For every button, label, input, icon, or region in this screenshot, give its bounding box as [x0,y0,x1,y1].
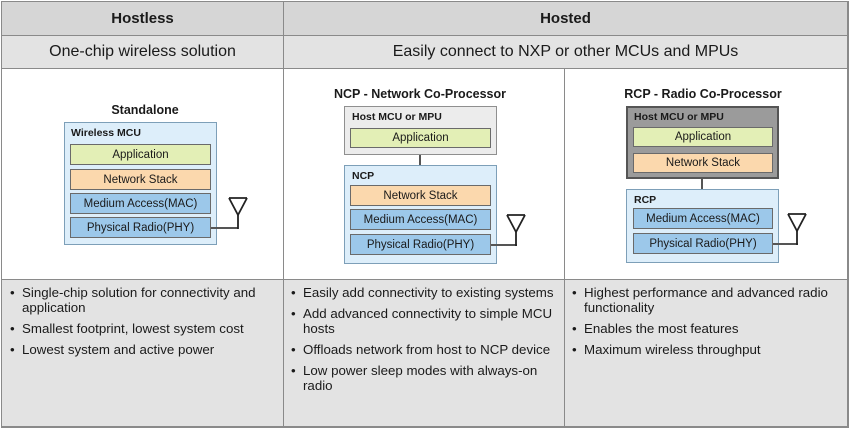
application-block: Application [70,144,211,165]
rcp-host-connector [701,179,703,189]
wireless-mcu-label: Wireless MCU [71,127,141,139]
rcp-antenna-feed-line [773,243,798,245]
ncp-host-connector [419,155,421,165]
ncp-antenna-feed-line [491,244,517,246]
hostless-header: Hostless [2,2,284,36]
phy-block: Physical Radio(PHY) [70,217,211,238]
hostless-bullet-list: Single-chip solution for connectivity an… [9,285,279,363]
list-item: Add advanced connectivity to simple MCU … [290,306,558,336]
ncp-phy-block: Physical Radio(PHY) [350,234,491,255]
ncp-title: NCP - Network Co-Processor [333,87,507,101]
list-item: Offloads network from host to NCP device [290,342,558,357]
list-item: Maximum wireless throughput [571,342,841,357]
antenna-feed-line [211,227,238,229]
rcp-antenna-icon [787,213,807,245]
hostless-subheader: One-chip wireless solution [2,36,284,69]
rcp-host-label: Host MCU or MPU [634,111,724,123]
rcp-mac-block: Medium Access(MAC) [633,208,773,229]
ncp-antenna-icon [506,214,526,246]
ncp-network-stack-block: Network Stack [350,185,491,206]
rcp-phy-block: Physical Radio(PHY) [633,233,773,254]
list-item: Low power sleep modes with always-on rad… [290,363,558,393]
standalone-title: Standalone [111,103,179,117]
hosted-subheader: Easily connect to NXP or other MCUs and … [284,36,848,69]
ncp-bullet-list: Easily add connectivity to existing syst… [290,285,558,399]
list-item: Single-chip solution for connectivity an… [9,285,279,315]
rcp-panel-label: RCP [634,194,657,206]
mac-block: Medium Access(MAC) [70,193,211,214]
ncp-panel-label: NCP [352,170,375,182]
antenna-icon [228,197,248,229]
rcp-bullet-list: Highest performance and advanced radio f… [571,285,841,363]
list-item: Easily add connectivity to existing syst… [290,285,558,300]
ncp-mac-block: Medium Access(MAC) [350,209,491,230]
rcp-network-stack-block: Network Stack [633,153,773,173]
list-item: Enables the most features [571,321,841,336]
ncp-application-block: Application [350,128,491,148]
hosted-header: Hosted [284,2,848,36]
rcp-title: RCP - Radio Co-Processor [624,87,782,101]
ncp-host-label: Host MCU or MPU [352,111,442,123]
list-item: Highest performance and advanced radio f… [571,285,841,315]
network-stack-block: Network Stack [70,169,211,190]
list-item: Smallest footprint, lowest system cost [9,321,279,336]
rcp-application-block: Application [633,127,773,147]
list-item: Lowest system and active power [9,342,279,357]
